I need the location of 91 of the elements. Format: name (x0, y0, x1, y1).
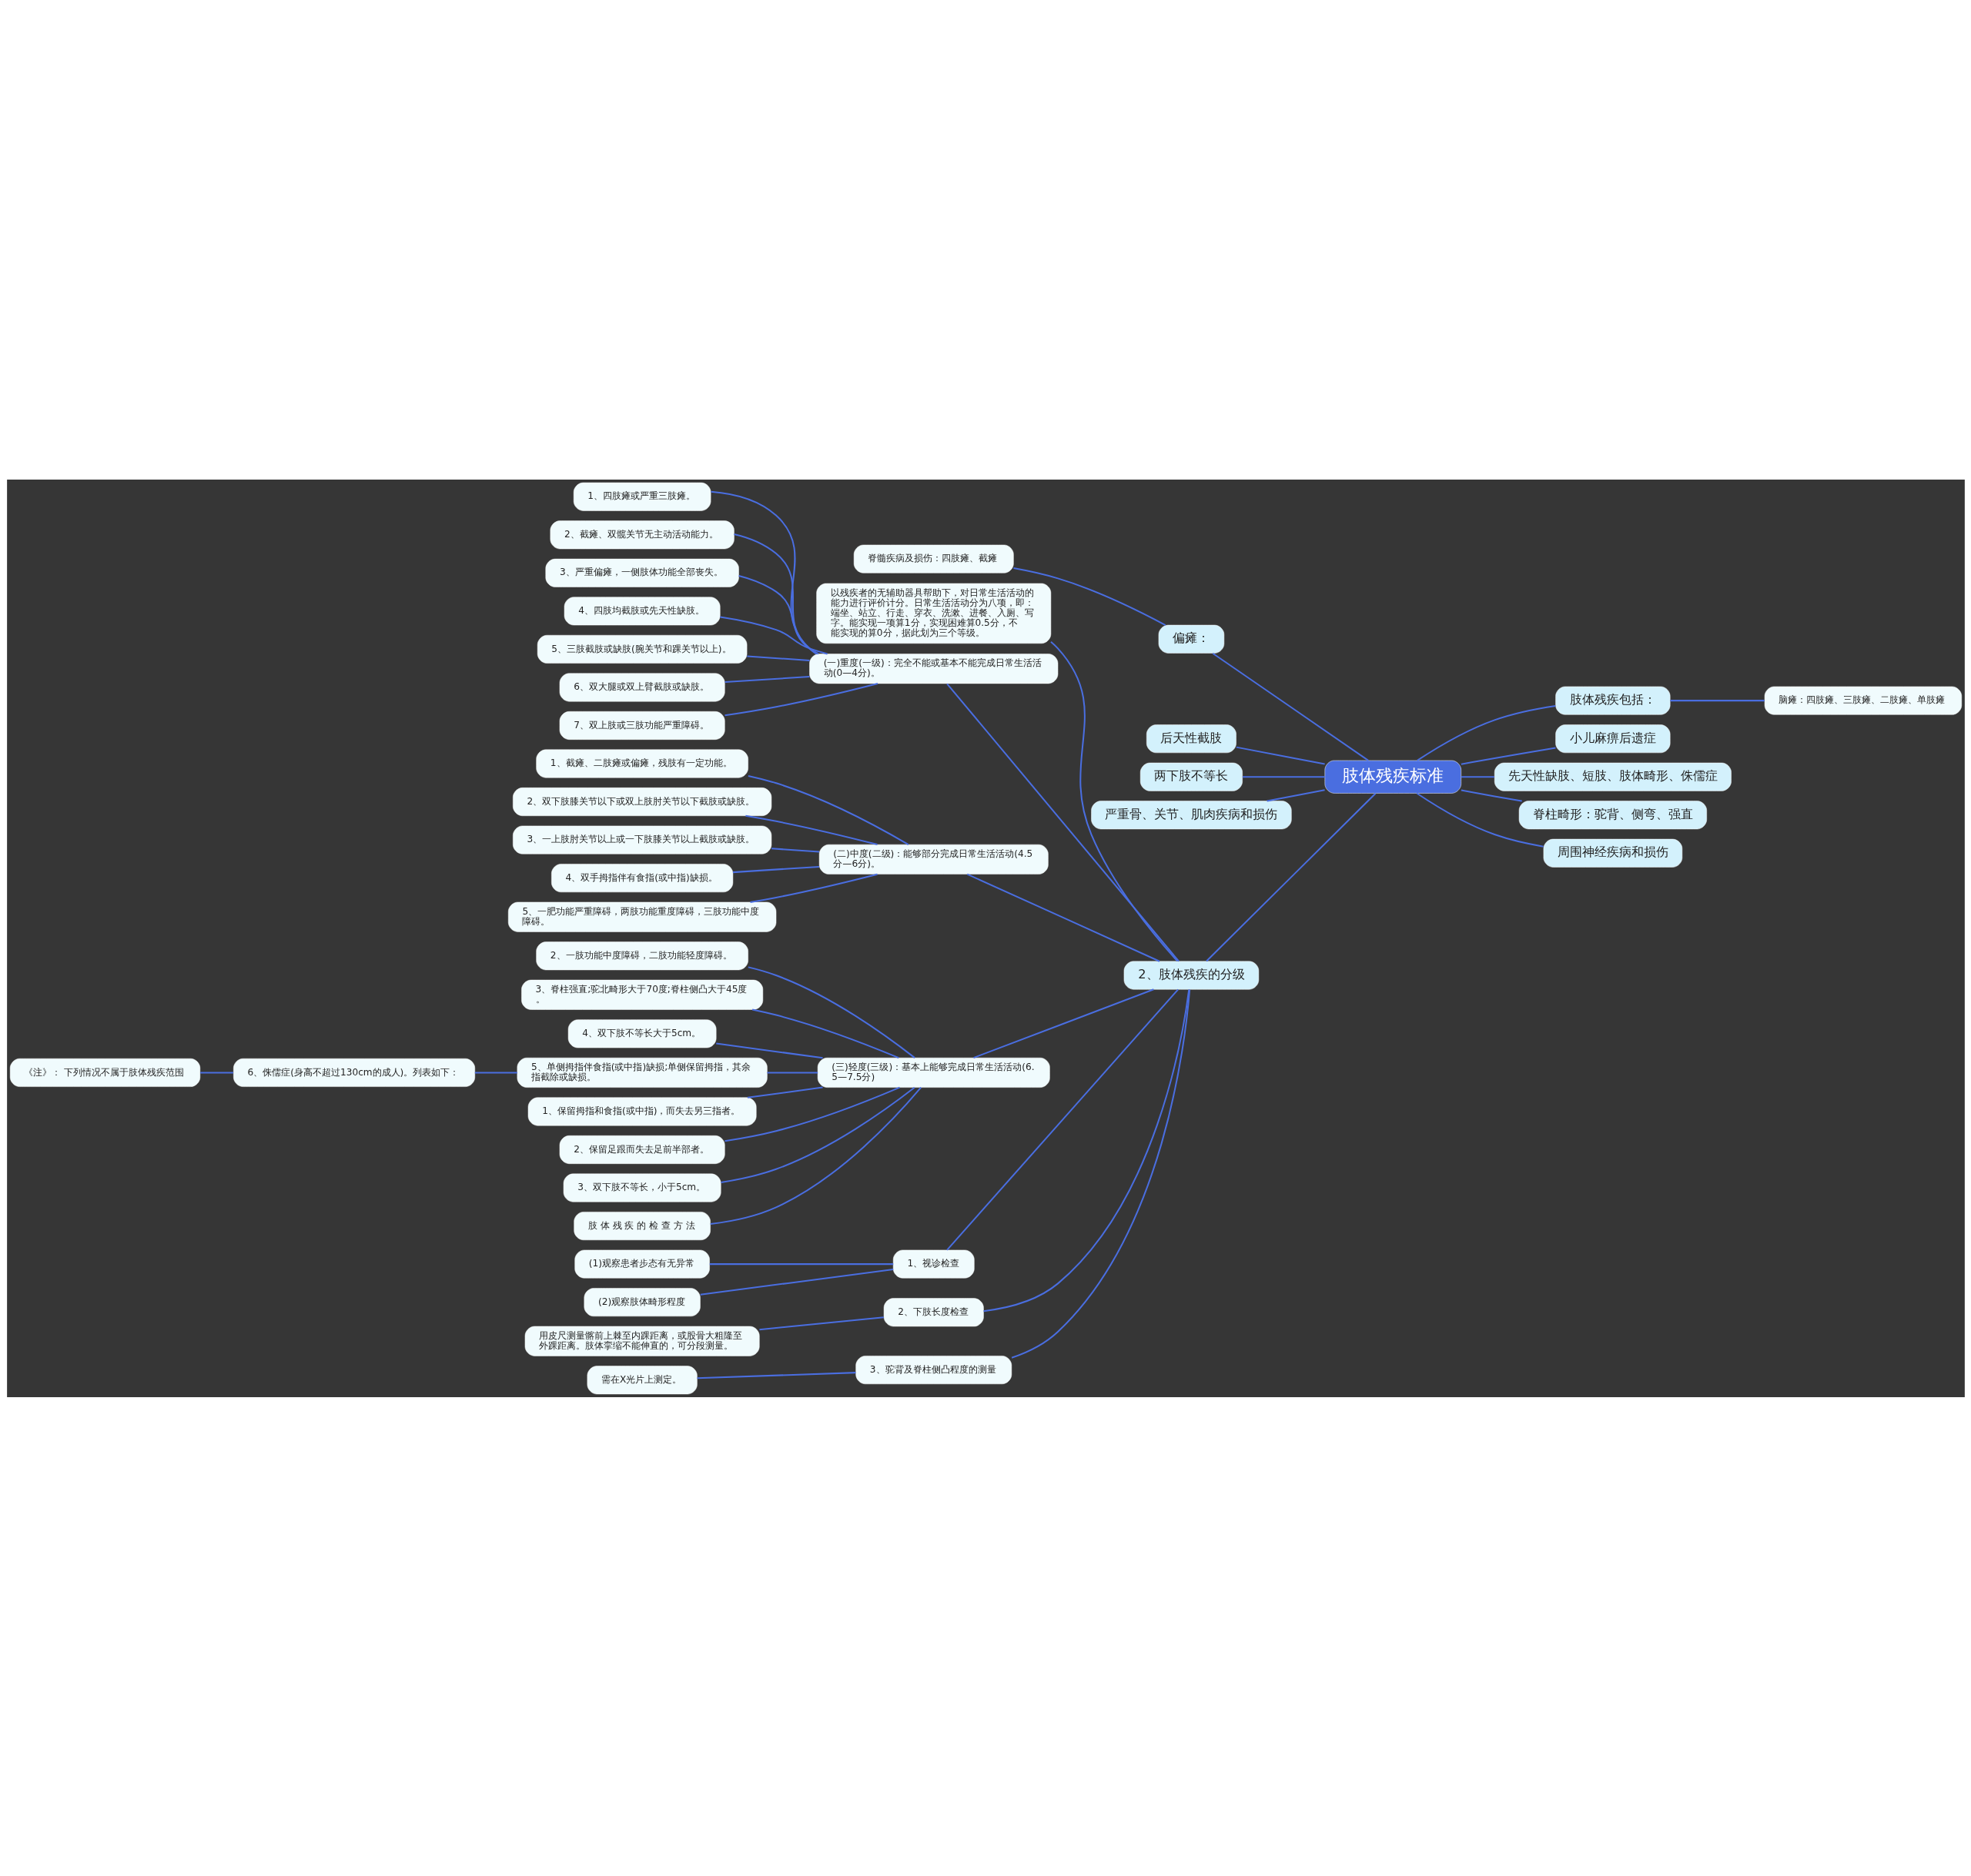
connector (966, 873, 1160, 962)
connector (1049, 640, 1178, 961)
connector (1236, 746, 1325, 764)
node-box: 严重骨、关节、肌肉疾病和损伤 (1090, 800, 1292, 829)
connector (748, 774, 909, 845)
connector (1461, 775, 1494, 777)
connector (719, 616, 828, 654)
node-box: 3、脊柱强直;驼北畸形大于70度;脊柱侧凸大于45度。 (520, 979, 763, 1010)
connector (945, 683, 1180, 961)
connector (720, 1086, 915, 1183)
node-box: (一)重度(一级)：完全不能或基本不能完成日常生活活动(0—4分)。 (808, 653, 1058, 684)
connector (700, 1268, 893, 1296)
node-box: 1、保留拇指和食指(或中指)，而失去另三指者。 (527, 1097, 756, 1125)
connector (733, 533, 818, 654)
connector (710, 1086, 922, 1225)
connector (1669, 699, 1765, 701)
connector (749, 873, 878, 903)
node-box: 5、三肢截肢或缺肢(腕关节和踝关节以上)。 (537, 634, 747, 664)
node-box: 偏瘫： (1158, 624, 1224, 654)
connector (738, 574, 819, 654)
connector (199, 1071, 233, 1073)
node-box: 2、保留足跟而失去足前半部者。 (559, 1135, 725, 1164)
node-box: 肢体残疾标准 (1324, 760, 1461, 794)
node-box: (三)轻度(三级)：基本上能够完成日常生活活动(6.5—7.5分) (817, 1057, 1050, 1088)
connector (724, 1086, 900, 1142)
node-box: 2、截瘫、双髋关节无主动活动能力。 (550, 520, 735, 549)
node-box: 《注》： 下列情况不属于肢体残疾范围 (9, 1058, 200, 1087)
node-box: (2)观察肢体畸形程度 (584, 1287, 701, 1316)
connector (982, 988, 1190, 1312)
connector (945, 988, 1179, 1250)
node-box: 脊髓疾病及损伤：四肢瘫、截瘫 (853, 544, 1014, 574)
connector (474, 1071, 517, 1073)
connector (724, 682, 878, 716)
node-box: 周围神经疾病和损伤 (1543, 838, 1682, 868)
connector (697, 1371, 855, 1379)
node-box: 3、驼背及脊柱侧凸程度的测量 (855, 1355, 1012, 1384)
connector (771, 847, 819, 852)
connector (709, 1262, 893, 1265)
connector (747, 1086, 823, 1099)
node-box: 2、肢体残疾的分级 (1123, 961, 1259, 989)
node-box: 3、一上肢肘关节以上或一下肢膝关节以上截肢或缺肢。 (512, 825, 771, 854)
connector (1416, 704, 1555, 761)
node-box: 肢 体 残 疾 的 检 查 方 法 (573, 1211, 711, 1240)
node-box: 两下肢不等长 (1139, 762, 1243, 791)
node-box: 1、截瘫、二肢瘫或偏瘫，残肢有一定功能。 (535, 749, 748, 777)
connector (767, 1071, 818, 1073)
connector (748, 965, 915, 1058)
connector (1416, 792, 1544, 848)
node-box: 2、一肢功能中度障碍，二肢功能轻度障碍。 (535, 941, 748, 970)
node-box: 3、严重偏瘫，一侧肢体功能全部丧失。 (545, 558, 739, 587)
connector (745, 814, 878, 845)
node-box: 脊柱畸形：驼背、侧弯、强直 (1518, 800, 1707, 829)
connector (1212, 652, 1369, 761)
connector (758, 1316, 884, 1330)
node-box: 4、双手拇指伴有食指(或中指)缺损。 (550, 863, 733, 892)
node-box: 6、双大腿或双上臂截肢或缺肢。 (559, 673, 725, 701)
connector (1012, 567, 1166, 626)
node-box: 用皮尺测量髂前上棘至内踝距离，或股骨大粗隆至外踝距离。肢体挛缩不能伸直的，可分段测量。 (524, 1326, 760, 1356)
node-box: 3、双下肢不等长，小于5cm。 (563, 1173, 721, 1202)
node-box: 后天性截肢 (1146, 724, 1236, 753)
node-box: 2、双下肢膝关节以下或双上肢肘关节以下截肢或缺肢。 (512, 787, 771, 816)
connector (1011, 989, 1190, 1359)
node-box: 先天性缺肢、短肢、肢体畸形、侏儒症 (1494, 762, 1732, 791)
connector (1461, 747, 1556, 765)
node-box: 以残疾者的无辅助器具帮助下，对日常生活活动的能力进行评价计分。日常生活活动分为八项，即：端坐、站立、行走、穿衣、洗漱、进餐、入厕、写字。能实现一项算1分，实现困难算0.5分，不能实现的算0分，据此划为三个等级。 (815, 583, 1051, 644)
connector (972, 988, 1154, 1058)
connector (1205, 792, 1376, 961)
connector (746, 654, 810, 661)
node-box: 4、双下肢不等长大于5cm。 (567, 1018, 716, 1048)
connector (1461, 789, 1522, 802)
node-box: 5、单侧拇指伴食指(或中指)缺损;单侧保留拇指，其余指截除或缺损。 (517, 1057, 768, 1088)
node-box: 1、视诊检查 (892, 1249, 975, 1279)
node-box: 7、双上肢或三肢功能严重障碍。 (559, 711, 725, 740)
node-box: 4、四肢均截肢或先天性缺肢。 (564, 596, 720, 625)
node-box: 小儿麻痹后遗症 (1554, 724, 1670, 753)
connector (710, 490, 817, 654)
connector (732, 865, 819, 873)
connector (1242, 775, 1325, 777)
connector (1266, 788, 1325, 801)
node-box: 6、侏儒症(身高不超过130cm的成人)。列表如下： (233, 1058, 475, 1087)
node-box: 肢体残疾包括： (1554, 686, 1670, 715)
node-box: (1)观察患者步态有无异常 (574, 1249, 710, 1279)
node-box: 需在X光片上测定。 (587, 1365, 698, 1394)
node-box: (二)中度(二级)：能够部分完成日常生活活动(4.5分—6分)。 (818, 844, 1049, 874)
node-box: 脑瘫：四肢瘫、三肢瘫、二肢瘫、单肢瘫 (1764, 686, 1962, 715)
node-box: 2、下肢长度检查 (883, 1297, 984, 1326)
connector (724, 675, 810, 683)
node-box: 1、四肢瘫或严重三肢瘫。 (573, 482, 711, 511)
connector (751, 1008, 899, 1058)
connector (715, 1042, 823, 1058)
node-box: 5、一肥功能严重障碍，两肢功能重度障碍，三肢功能中度障碍。 (507, 901, 776, 932)
